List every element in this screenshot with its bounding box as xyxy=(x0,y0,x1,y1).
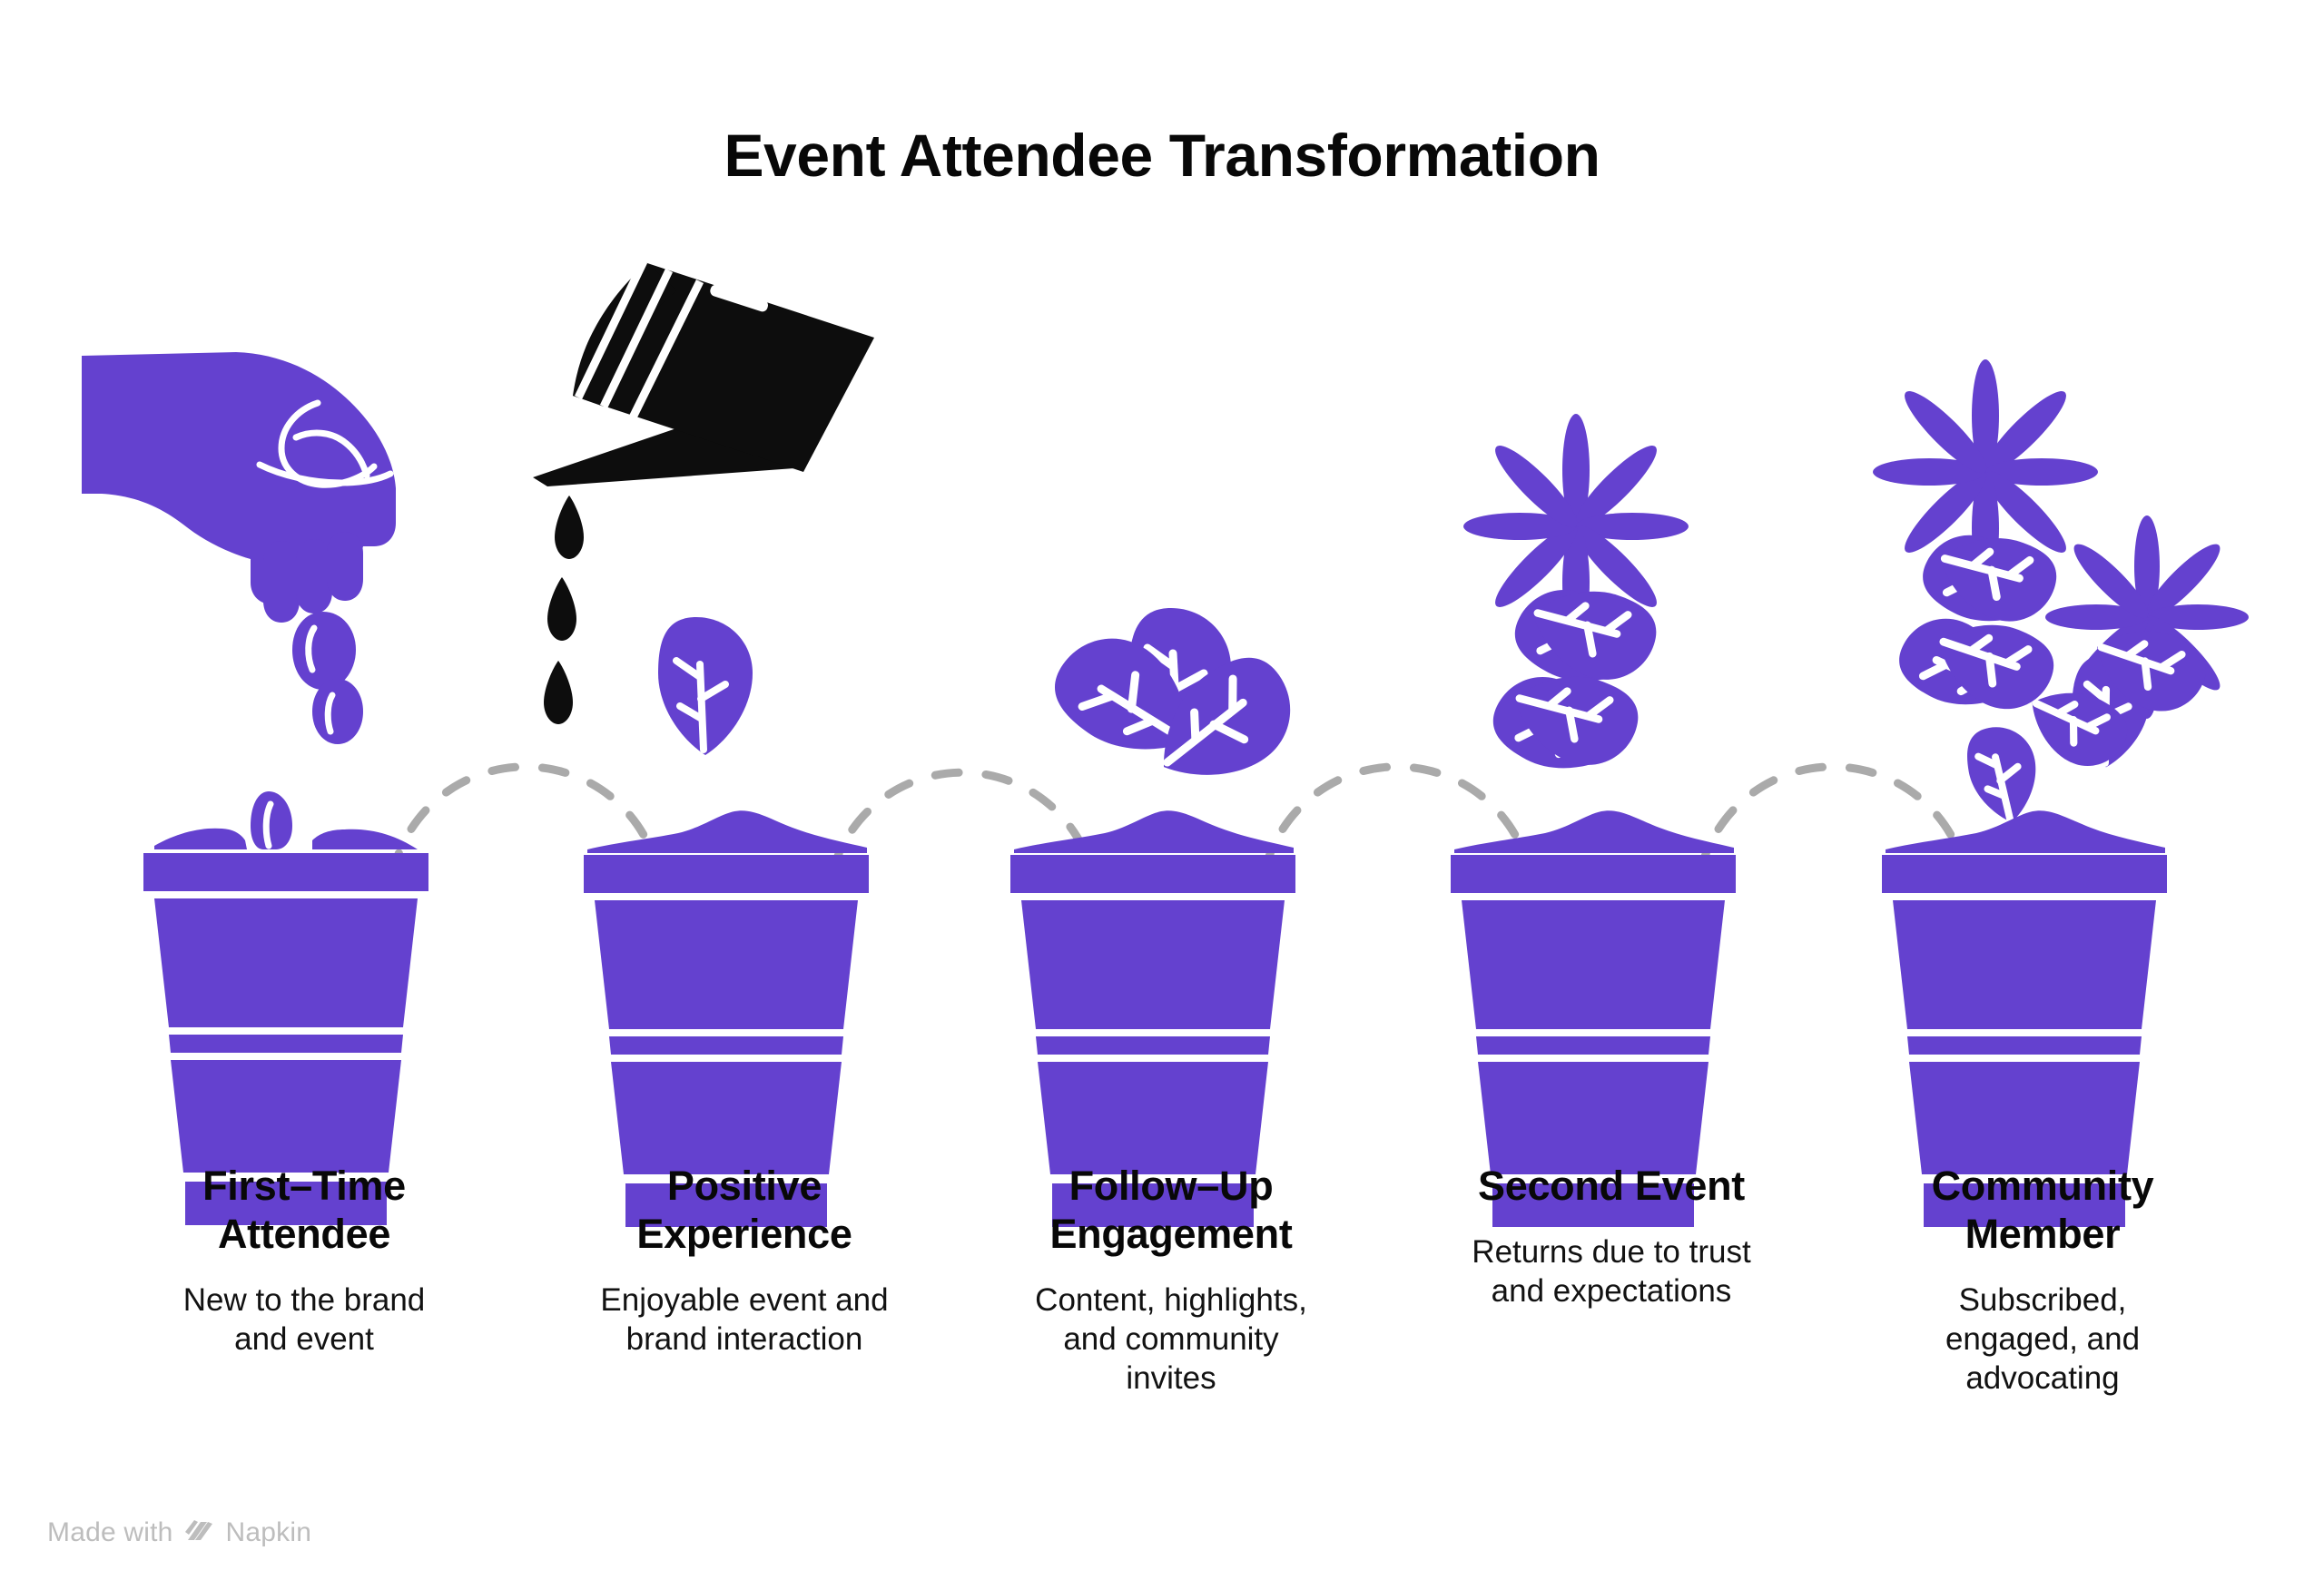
plant-pot xyxy=(1010,810,1295,1227)
watering-can-stripes xyxy=(574,260,704,419)
stage-4-title-line-1: Second Event xyxy=(1478,1163,1745,1209)
watermark-prefix: Made with xyxy=(47,1517,173,1547)
stage-4-description: Returns due to trust and expectations xyxy=(1393,1210,1829,1310)
stage-5-text: Community Member Subscribed, engaged, an… xyxy=(1825,1162,2260,1398)
stage-1-description: New to the brand and event xyxy=(86,1258,522,1359)
stage-1: First–Time Attendee New to the brand and… xyxy=(82,0,517,1590)
leaf-icon-2 xyxy=(1940,538,2057,622)
stage-4-title: Second Event xyxy=(1393,1162,1829,1210)
stage-4-desc-line-1: Returns due to trust xyxy=(1472,1234,1751,1271)
stage-4-illustration xyxy=(1398,345,1825,1227)
stage-2: Positive Experience Enjoyable event and … xyxy=(531,0,958,1590)
seed-sprout-detail xyxy=(262,800,274,849)
stage-3-text: Follow–Up Engagement Content, highlights… xyxy=(953,1162,1389,1398)
stage-2-text: Positive Experience Enjoyable event and … xyxy=(527,1162,962,1359)
stage-3-description: Content, highlights, and community invit… xyxy=(953,1258,1389,1398)
stage-5-desc-line-3: advocating xyxy=(1965,1359,2120,1396)
seed-icon-group xyxy=(292,612,363,744)
napkin-logo-icon xyxy=(184,1519,215,1546)
stage-5-desc-line-1: Subscribed, xyxy=(1958,1282,2127,1319)
stage-5-title: Community Member xyxy=(1825,1162,2260,1258)
stage-3-desc-line-2: and community xyxy=(1063,1320,1279,1357)
stage-2-title-line-1: Positive xyxy=(666,1163,822,1209)
leaf-icon-7 xyxy=(1967,727,2036,823)
stage-3: Follow–Up Engagement Content, highlights… xyxy=(958,0,1384,1590)
stage-5-desc-line-2: engaged, and xyxy=(1945,1320,2141,1357)
stage-5-description: Subscribed, engaged, and advocating xyxy=(1825,1258,2260,1398)
plant-pot xyxy=(584,810,869,1227)
stage-5-title-line-1: Community xyxy=(1931,1163,2154,1209)
leaf-icon-6 xyxy=(2096,631,2207,712)
stage-3-title-line-2: Engagement xyxy=(1049,1211,1293,1258)
leaf-icon-2 xyxy=(1532,591,1657,680)
stage-2-desc-line-1: Enjoyable event and xyxy=(600,1282,889,1319)
stage-1-illustration xyxy=(82,345,517,1225)
stage-1-text: First–Time Attendee New to the brand and… xyxy=(86,1162,522,1359)
flower-icon-1 xyxy=(1873,359,2098,584)
stage-3-title: Follow–Up Engagement xyxy=(953,1162,1389,1258)
stage-1-title: First–Time Attendee xyxy=(86,1162,522,1258)
stage-4-desc-line-2: and expectations xyxy=(1491,1272,1732,1309)
stage-1-desc-line-2: and event xyxy=(234,1320,374,1357)
leaf-icon-8 xyxy=(2032,692,2128,766)
stage-3-illustration xyxy=(958,345,1384,1227)
stage-2-title: Positive Experience xyxy=(527,1162,962,1258)
leaf-icon-4 xyxy=(1938,624,2054,710)
stage-1-desc-line-1: New to the brand xyxy=(182,1282,426,1319)
hand-icon xyxy=(82,352,396,623)
watermark-brand: Napkin xyxy=(225,1517,312,1547)
stage-2-description: Enjoyable event and brand interaction xyxy=(527,1258,962,1359)
stage-2-illustration xyxy=(531,260,958,1227)
leaf-icon-3 xyxy=(1163,657,1291,775)
leaf-icon-4 xyxy=(1514,676,1639,765)
leaf-icon xyxy=(658,617,753,755)
stage-3-desc-line-1: Content, highlights, xyxy=(1035,1282,1307,1319)
water-drop-icon-group xyxy=(544,496,584,724)
seed-detail xyxy=(305,624,336,735)
stage-2-title-line-2: Experience xyxy=(636,1211,852,1258)
stage-5-illustration xyxy=(1829,345,2256,1227)
plant-pot xyxy=(1451,810,1736,1227)
stage-5-title-line-2: Member xyxy=(1965,1211,2121,1258)
watermark: Made with Napkin xyxy=(47,1517,311,1548)
hand-detail xyxy=(256,399,394,488)
stage-5: Community Member Subscribed, engaged, an… xyxy=(1829,0,2256,1590)
stage-4: Second Event Returns due to trust and ex… xyxy=(1398,0,1825,1590)
watering-can-handle-slot xyxy=(710,284,768,312)
plant-pot xyxy=(1882,810,2167,1227)
stage-3-title-line-1: Follow–Up xyxy=(1068,1163,1274,1209)
plant-pot xyxy=(143,791,428,1225)
stage-3-desc-line-3: invites xyxy=(1126,1359,1216,1396)
stage-1-title-line-1: First–Time xyxy=(202,1163,406,1209)
stage-2-desc-line-2: brand interaction xyxy=(625,1320,863,1357)
stage-1-title-line-2: Attendee xyxy=(217,1211,391,1258)
stage-4-text: Second Event Returns due to trust and ex… xyxy=(1393,1162,1829,1310)
watering-can-icon xyxy=(533,261,874,486)
page-title: Event Attendee Transformation xyxy=(724,122,1600,189)
